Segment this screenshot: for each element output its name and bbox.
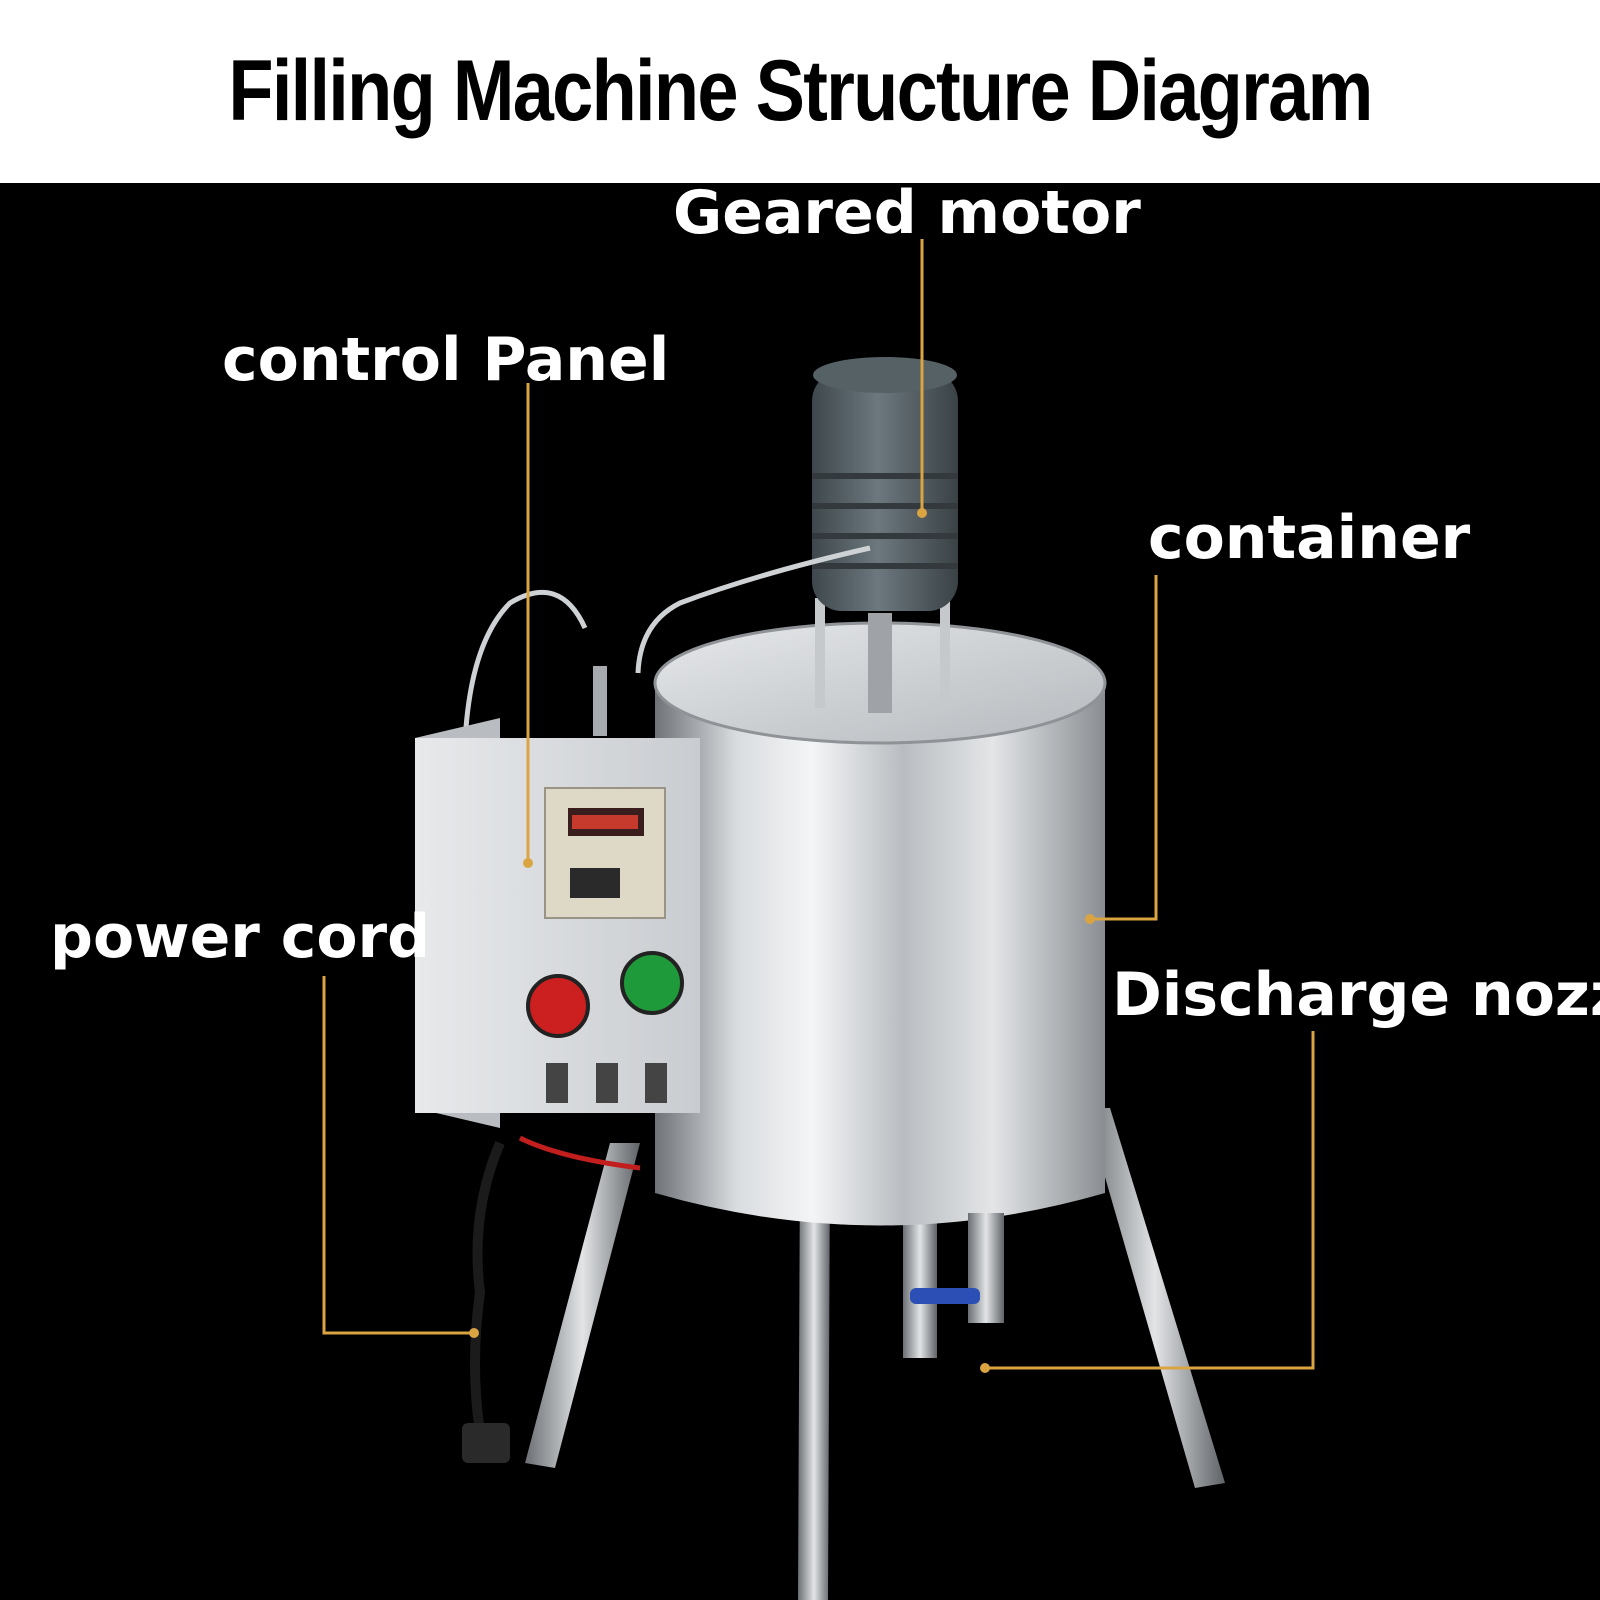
geared-motor [812,357,958,611]
leader-container [1090,575,1158,921]
header: Filling Machine Structure Diagram [0,0,1600,183]
machine-illustration [322,239,1315,1600]
label-container: container [1148,503,1471,573]
diagram-stage: Geared motor control Panel container pow… [0,183,1600,1600]
dot-control-panel [523,858,533,868]
leader-discharge-nozzle [985,1031,1315,1370]
discharge-valve [910,1213,1004,1323]
label-geared-motor: Geared motor [673,183,1141,248]
control-box [415,666,700,1128]
label-discharge-nozzle: Discharge nozzle [1112,960,1600,1030]
power-cord [462,1135,641,1463]
leader-power-cord [322,976,474,1335]
label-power-cord: power cord [50,902,431,972]
leader-dots [469,508,1095,1373]
label-control-panel: control Panel [222,325,670,395]
page-title: Filling Machine Structure Diagram [228,43,1373,139]
leader-lines [322,239,1315,1370]
container-tank [653,598,1107,1226]
cables [462,545,871,744]
dot-power-cord [469,1328,479,1338]
dot-geared-motor [917,508,927,518]
dot-discharge-nozzle [980,1363,990,1373]
tripod-legs [525,1108,1225,1600]
dot-container [1085,914,1095,924]
